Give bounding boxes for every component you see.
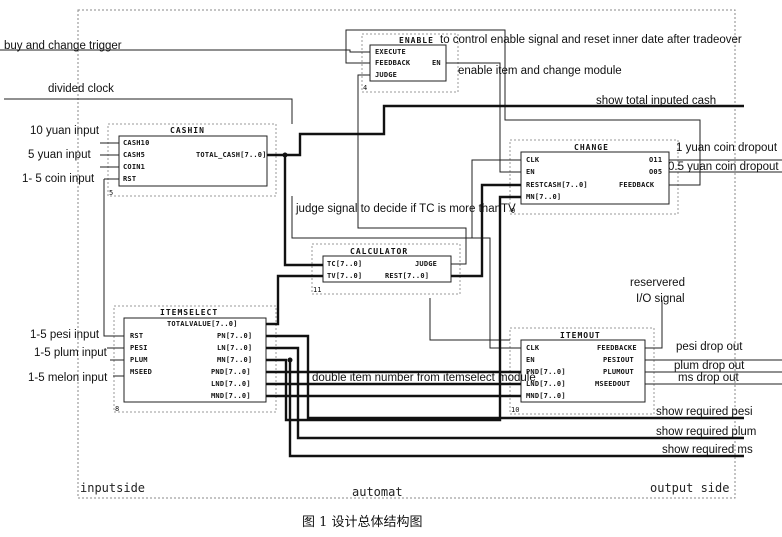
label-ms-drop: ms drop out [678,372,740,384]
module-cashin-title: CASHIN [170,126,205,135]
calculator-port-tc: TC[7..0] [327,260,362,268]
bus-wires [266,104,744,458]
change-port-feedback: FEEDBACK [619,181,655,189]
itemselect-port-rst: RST [130,332,143,340]
calculator-port-rest: REST[7..0] [385,272,429,280]
module-calculator: CALCULATOR TC[7..0] TV[7..0] JUDGE REST[… [311,243,461,295]
footer-inputside: inputside [80,481,145,495]
label-show-ms: show required ms [662,444,753,456]
junction-dots [282,152,293,363]
automat-frame [77,9,736,499]
itemselect-port-lnd: LND[7..0] [211,380,251,388]
cashin-number: 5 [109,189,113,197]
label-reserved-2: I/O signal [636,293,685,305]
module-change: CHANGE CLK EN RESTCASH[7..0] MN[7..0] O1… [509,139,679,215]
label-coin-input: 1- 5 coin input [22,173,95,185]
footer-output-side: output side [650,481,729,495]
label-reserved-1: reservered [630,277,685,289]
label-ten-yuan: 10 yuan input [30,125,100,137]
enable-port-execute: EXECUTE [375,48,406,56]
label-enable-desc: to control enable signal and reset inner… [440,34,742,46]
module-itemselect-title: ITEMSELECT [160,308,218,317]
label-plum-input: 1-5 plum input [34,347,108,359]
cashin-port-total-cash: TOTAL_CASH[7..0] [196,151,267,159]
calculator-port-tv: TV[7..0] [327,272,362,280]
itemselect-port-mseed: MSEED [130,368,152,376]
itemselect-port-pn: PN[7..0] [217,332,252,340]
itemselect-port-mn: MN[7..0] [217,356,252,364]
itemout-number: 10 [511,406,519,414]
label-divided-clock: divided clock [48,83,114,95]
module-enable-title: ENABLE [399,36,434,45]
label-buy-trigger: buy and change trigger [4,40,122,52]
module-calculator-title: CALCULATOR [350,247,408,256]
enable-port-en: EN [432,59,441,67]
label-coin-dropout-1: 1 yuan coin dropout [676,142,778,154]
itemselect-port-mnd: MND[7..0] [211,392,251,400]
calculator-number: 11 [313,286,321,294]
itemout-port-mnd: MND[7..0] [526,392,566,400]
label-enable-module: enable item and change module [458,65,622,77]
cashin-port-cash5: CASH5 [123,151,145,159]
itemselect-number: 8 [115,405,119,413]
itemselect-port-pnd: PND[7..0] [211,368,251,376]
label-coin-dropout-05: 0.5 yuan coin dropout [668,161,779,173]
label-pesi-input: 1-5 pesi input [30,329,100,341]
enable-port-judge: JUDGE [375,71,397,79]
module-cashin: CASHIN CASH10 CASH5 COIN1 RST TOTAL_CASH… [107,123,277,197]
itemout-port-pnd: PND[7..0] [526,368,566,376]
change-port-o11: O11 [649,156,662,164]
itemout-port-mseedout: MSEEDOUT [595,380,630,388]
label-plum-drop: plum drop out [674,360,745,372]
itemselect-port-plum: PLUM [130,356,148,364]
cashin-port-rst: RST [123,175,136,183]
label-show-plum: show required plum [656,426,756,438]
module-itemout-title: ITEMOUT [560,331,601,340]
itemout-port-pesiout: PESIOUT [603,356,634,364]
module-change-title: CHANGE [574,143,609,152]
change-port-clk: CLK [526,156,540,164]
label-double-item: double item number from itemselect modul… [312,372,536,384]
change-port-o05: O05 [649,168,662,176]
change-port-mn: MN[7..0] [526,193,561,201]
itemout-port-lnd: LND[7..0] [526,380,566,388]
itemselect-port-ln: LN[7..0] [217,344,252,352]
label-pesi-drop: pesi drop out [676,341,743,353]
itemselect-port-pesi: PESI [130,344,148,352]
cashin-port-cash10: CASH10 [123,139,150,147]
label-melon-input: 1-5 melon input [28,372,108,384]
itemout-port-plumout: PLUMOUT [603,368,634,376]
module-itemselect: ITEMSELECT RST PESI PLUM MSEED TOTALVALU… [113,305,277,413]
itemout-port-en: EN [526,356,535,364]
enable-port-feedback: FEEDBACK [375,59,411,67]
label-show-total: show total inputed cash [596,95,716,107]
change-port-restcash: RESTCASH[7..0] [526,181,588,189]
change-port-en: EN [526,168,535,176]
itemout-port-feedbacke: FEEDBACKE [597,344,637,352]
calculator-port-judge: JUDGE [415,260,437,268]
thin-wires [0,29,782,385]
itemselect-port-totalvalue: TOTALVALUE[7..0] [167,320,238,328]
enable-number: 4 [363,84,367,92]
module-enable: ENABLE EXECUTE FEEDBACK JUDGE EN 4 [361,33,459,93]
footer-automat: automat [352,485,403,499]
figure-caption: 图 1 设计总体结构图 [302,515,423,530]
module-itemout: ITEMOUT CLK EN PND[7..0] LND[7..0] MND[7… [509,327,655,415]
change-number: 9 [511,207,515,215]
itemout-port-clk: CLK [526,344,540,352]
label-show-pesi: show required pesi [656,406,753,418]
label-judge-desc: judge signal to decide if TC is more tha… [295,203,516,215]
cashin-port-coin1: COIN1 [123,163,145,171]
label-five-yuan: 5 yuan input [28,149,91,161]
